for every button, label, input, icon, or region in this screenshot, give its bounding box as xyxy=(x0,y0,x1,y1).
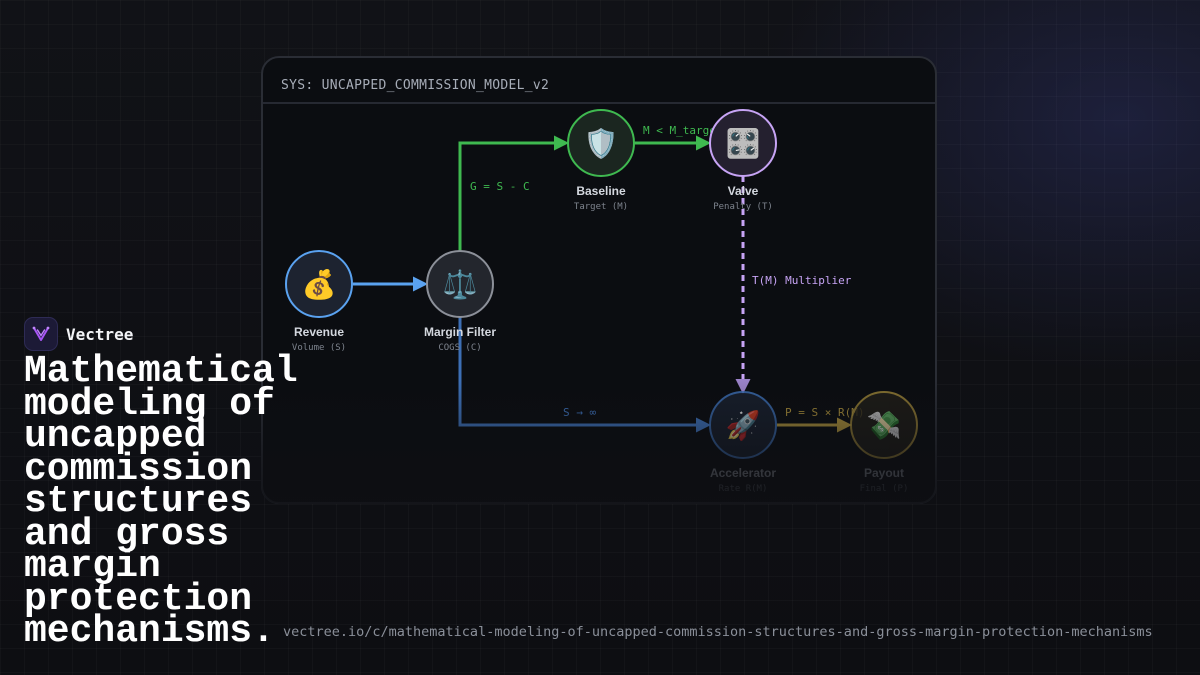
edge-label-gross: G = S - C xyxy=(470,180,530,193)
node-sub-accelerator: Rate R(M) xyxy=(719,484,768,494)
panel-title: SYS: UNCAPPED_COMMISSION_MODEL_v2 xyxy=(281,78,550,93)
node-sub-valve: Penalty (T) xyxy=(713,202,773,212)
node-label-accelerator: Accelerator xyxy=(710,466,776,480)
node-label-revenue: Revenue xyxy=(294,325,344,339)
node-payout[interactable]: 💸 Payout Final (P) xyxy=(850,391,918,494)
node-label-valve: Valve xyxy=(728,184,759,198)
control-knobs-icon: 🎛️ xyxy=(726,127,761,160)
headline: Mathematical modeling of uncapped commis… xyxy=(24,350,298,653)
panel-header: SYS: UNCAPPED_COMMISSION_MODEL_v2 xyxy=(263,58,935,104)
node-sub-revenue: Volume (S) xyxy=(292,343,346,353)
brand[interactable]: Vectree xyxy=(24,317,133,351)
node-baseline[interactable]: 🛡️ Baseline Target (M) xyxy=(567,109,635,212)
money-bag-icon: 💰 xyxy=(302,268,337,301)
node-label-baseline: Baseline xyxy=(576,184,626,198)
node-sub-margin-filter: COGS (C) xyxy=(438,343,481,353)
node-valve[interactable]: 🎛️ Valve Penalty (T) xyxy=(709,109,777,212)
money-wings-icon: 💸 xyxy=(867,409,902,442)
balance-scale-icon: ⚖️ xyxy=(443,268,478,301)
page-url[interactable]: vectree.io/c/mathematical-modeling-of-un… xyxy=(283,624,1153,640)
vectree-logo-icon xyxy=(24,317,58,351)
edge-label-target: M < M_target xyxy=(643,124,722,137)
node-sub-baseline: Target (M) xyxy=(574,202,628,212)
rocket-icon: 🚀 xyxy=(726,409,761,442)
node-revenue[interactable]: 💰 Revenue Volume (S) xyxy=(285,250,353,353)
diagram-panel: SYS: UNCAPPED_COMMISSION_MODEL_v2 xyxy=(261,56,937,504)
edge-label-infinity: S → ∞ xyxy=(563,406,596,419)
node-accelerator[interactable]: 🚀 Accelerator Rate R(M) xyxy=(709,391,777,494)
node-label-payout: Payout xyxy=(864,466,904,480)
edge-label-multiplier: T(M) Multiplier xyxy=(752,274,852,287)
node-sub-payout: Final (P) xyxy=(860,484,909,494)
brand-name: Vectree xyxy=(66,324,134,344)
node-margin-filter[interactable]: ⚖️ Margin Filter COGS (C) xyxy=(424,250,496,353)
edge-margin-baseline xyxy=(458,135,569,251)
shield-icon: 🛡️ xyxy=(584,127,619,160)
node-label-margin-filter: Margin Filter xyxy=(424,325,496,339)
flow-diagram: G = S - C M < M_target T(M) Multiplier S… xyxy=(285,109,918,494)
